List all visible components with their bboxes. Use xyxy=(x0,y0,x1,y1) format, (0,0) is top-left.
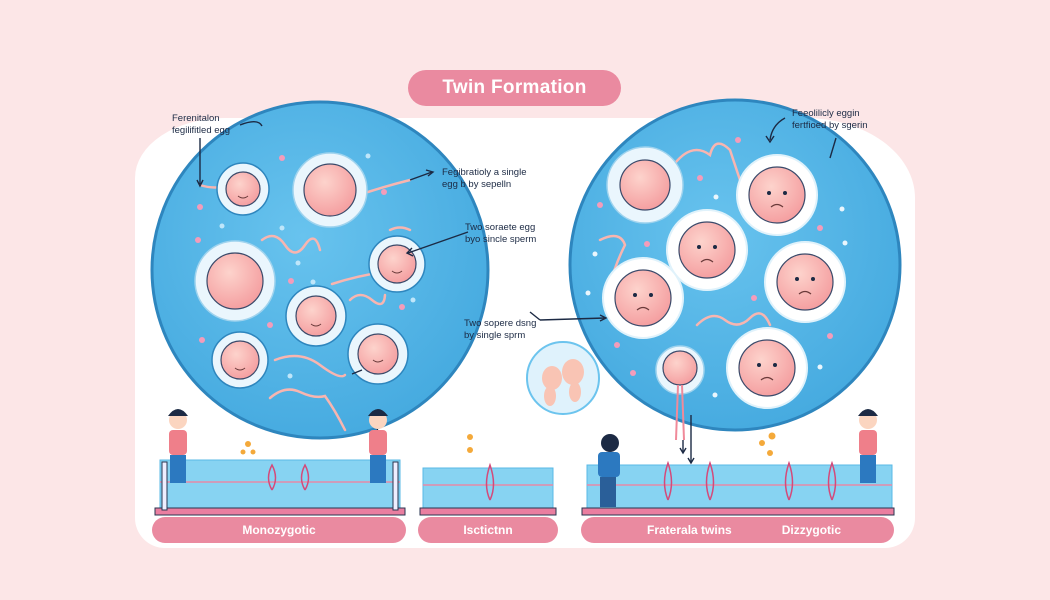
egg-r3 xyxy=(666,209,748,291)
tank-right xyxy=(581,432,895,516)
two-embryos-bubble xyxy=(526,341,600,415)
egg-r1 xyxy=(606,146,684,224)
egg-6 xyxy=(211,331,269,389)
dizygotic-cell xyxy=(568,98,902,441)
egg-7 xyxy=(347,323,409,385)
tank-left xyxy=(154,441,406,516)
egg-r7-stalk xyxy=(655,345,705,441)
boy-left-1 xyxy=(168,409,188,483)
fraternal-twins-text: Fraterala twins xyxy=(647,523,732,537)
pink-dots xyxy=(195,155,405,343)
egg-5 xyxy=(285,285,347,347)
egg-r4 xyxy=(602,257,684,339)
egg-4 xyxy=(368,235,426,293)
monozygotic-cell xyxy=(150,100,490,440)
egg-2 xyxy=(292,152,368,228)
egg-r5 xyxy=(764,241,846,323)
monozygotic-text: Monozygotic xyxy=(242,523,316,537)
boy-right-1 xyxy=(598,434,620,507)
middle-text: Isctictnn xyxy=(463,523,513,537)
boy-right-2 xyxy=(858,409,878,483)
egg-1 xyxy=(216,162,270,216)
label-middle: Isctictnn xyxy=(418,517,558,543)
boy-left-2 xyxy=(368,409,388,483)
egg-r2 xyxy=(736,154,818,236)
label-monozygotic: Monozygotic xyxy=(152,517,406,543)
egg-3 xyxy=(194,240,276,322)
tank-middle xyxy=(419,434,557,516)
egg-r6 xyxy=(726,327,808,409)
title-badge: Twin Formation xyxy=(408,70,621,106)
dizygotic-text: Dizzygotic xyxy=(781,523,842,537)
label-dizygotic: Fraterala twins Dizzygotic xyxy=(581,517,894,543)
